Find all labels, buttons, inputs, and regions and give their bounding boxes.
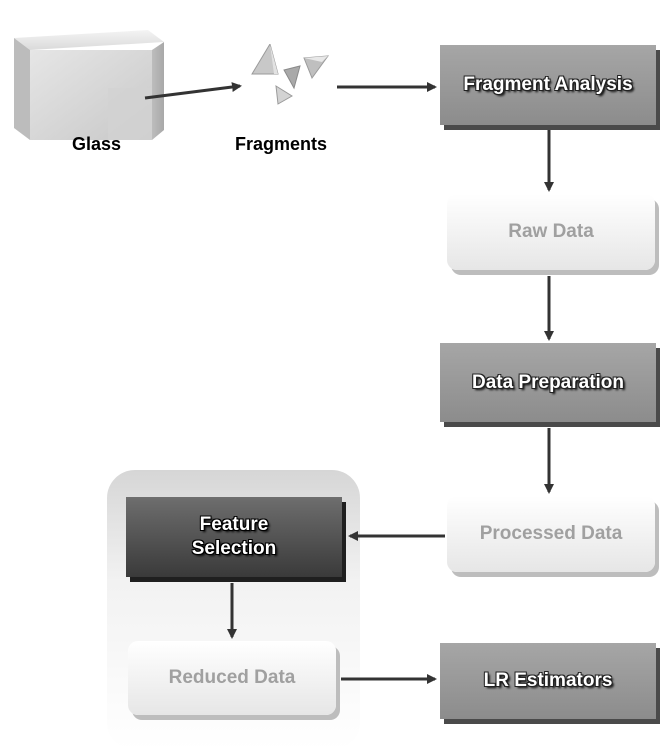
- glass-label: Glass: [72, 134, 122, 154]
- arrow-glass-to-fragments: [144, 82, 242, 100]
- data-preparation-box: Data Preparation: [440, 343, 656, 422]
- lr-estimators-box: LR Estimators: [440, 643, 656, 719]
- feature-selection-box: Feature Selection: [126, 497, 342, 577]
- fragments-icon: [248, 42, 330, 106]
- processed-data-box: Processed Data: [447, 496, 655, 572]
- glass-block-icon: [10, 28, 170, 144]
- raw-data-box: Raw Data: [447, 194, 655, 270]
- reduced-data-box: Reduced Data: [128, 641, 336, 715]
- fragment-analysis-box: Fragment Analysis: [440, 45, 656, 125]
- fragments-label: Fragments: [235, 134, 328, 154]
